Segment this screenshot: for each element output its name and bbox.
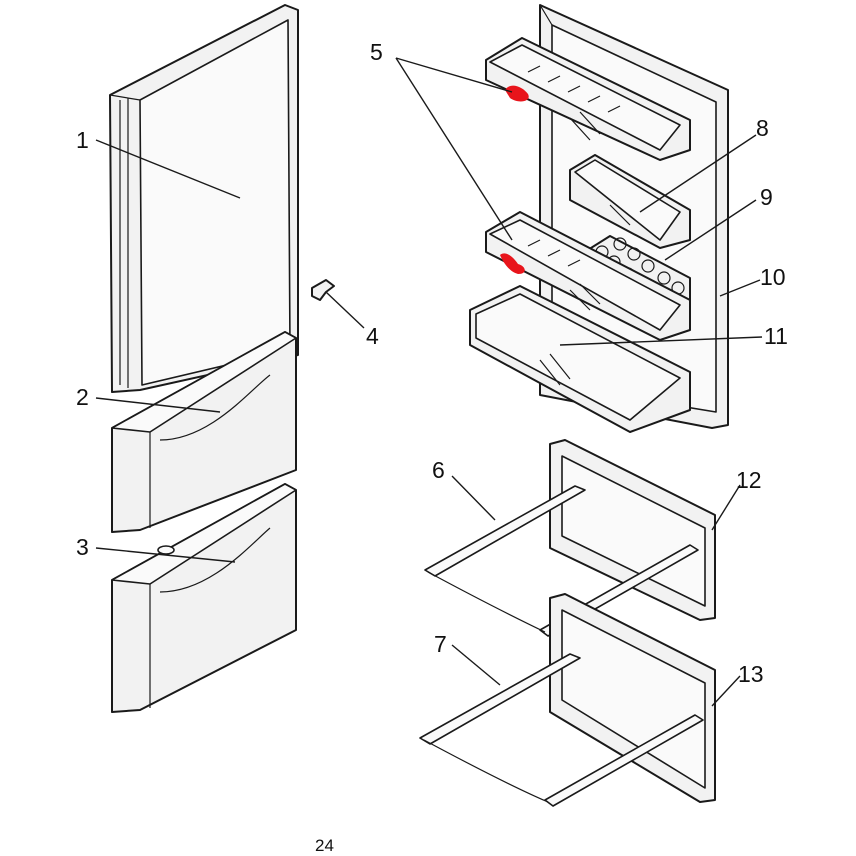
- callout-12: 12: [736, 467, 762, 493]
- page-number: 24: [315, 836, 334, 855]
- callout-5: 5: [370, 39, 383, 65]
- drawer-frame-lower: [549, 593, 716, 803]
- drawer-front-lower: [111, 483, 297, 713]
- drawer-rails-lower: [419, 653, 704, 807]
- callout-7: 7: [434, 631, 447, 657]
- callout-8: 8: [756, 115, 769, 141]
- callout-11: 11: [764, 323, 788, 349]
- callout-3: 3: [76, 534, 89, 560]
- drawer-front-upper: [111, 331, 297, 533]
- callout-10: 10: [760, 264, 786, 290]
- leader-lines: [95, 57, 763, 707]
- callout-6: 6: [432, 457, 445, 483]
- callout-9: 9: [760, 184, 773, 210]
- highlight-mark-upper: [505, 85, 529, 102]
- upper-door: [109, 4, 299, 393]
- highlight-mark-lower: [500, 253, 525, 274]
- callout-1: 1: [76, 127, 89, 153]
- callout-13: 13: [738, 661, 764, 687]
- bottle-shelf: [469, 285, 691, 433]
- door-shelf-upper: [485, 37, 691, 161]
- callout-4: 4: [366, 323, 379, 349]
- drawer-frame-upper: [549, 439, 716, 621]
- callout-2: 2: [76, 384, 89, 410]
- callout-labels: 1 2 3 4 5 6 7 8 9 10 11 12 13: [76, 39, 788, 687]
- door-shelf-middle: [485, 211, 691, 341]
- door-shelf-small: [569, 154, 691, 249]
